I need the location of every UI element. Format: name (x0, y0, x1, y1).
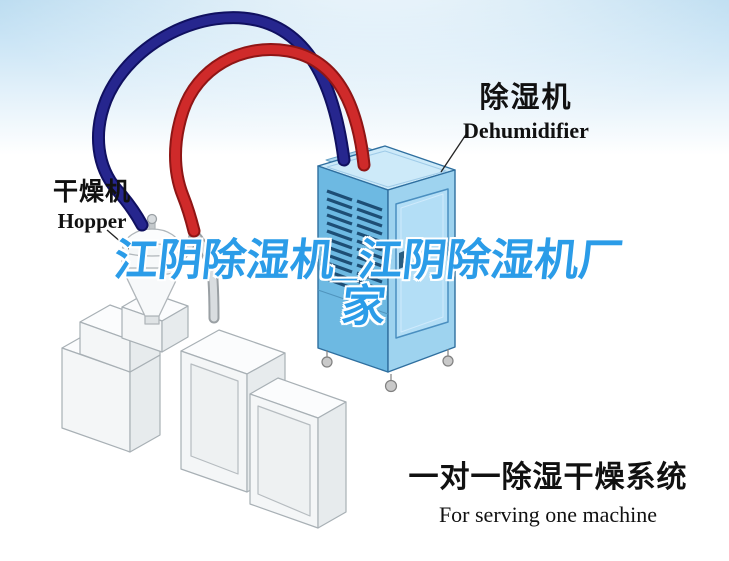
watermark-text: 江阴除湿机_江阴除湿机厂家 (111, 236, 626, 332)
hopper-pedestal-end-face (161, 305, 189, 353)
conveying-elbow-body (190, 230, 218, 322)
caster-wheels (321, 349, 454, 393)
hopper-label-zh: 干燥机 (52, 179, 131, 206)
dehumidifier-illustration (317, 145, 456, 393)
dehumidifier-label-en: Dehumidifier (463, 118, 589, 143)
dehumidifier-door-inner-line (400, 193, 444, 333)
machine-cabinet1-panel (190, 363, 239, 475)
pipe-red (171, 45, 369, 236)
vent-louvers-right (356, 199, 383, 300)
dehumidifier-label: 除湿机 Dehumidifier (450, 74, 602, 144)
machine-cabinet2-end-face (317, 401, 347, 529)
vent-louvers-left (326, 189, 353, 290)
caption-en: For serving one machine (438, 502, 658, 527)
hopper-knob (146, 213, 158, 225)
pointer-line-dehumidifier (440, 132, 468, 173)
hopper-label-en: Hopper (57, 209, 127, 233)
pointer-line-hopper (106, 229, 130, 250)
door-handle (399, 251, 404, 269)
dehumidifier-front-seam (317, 289, 389, 315)
caption-zh: 一对一除湿干燥系统 (408, 461, 688, 494)
dehumidifier-door (395, 188, 449, 339)
dehumidifier-label-zh: 除湿机 (479, 82, 573, 114)
caption: 一对一除湿干燥系统 For serving one machine (402, 452, 694, 528)
machine-cabinet2-panel (257, 405, 311, 517)
hopper-label: 干燥机 Hopper (38, 172, 146, 234)
hopper-illustration (121, 213, 198, 325)
conveying-elbow (188, 228, 220, 324)
machine-illustration (61, 291, 347, 529)
hoses (92, 11, 371, 238)
